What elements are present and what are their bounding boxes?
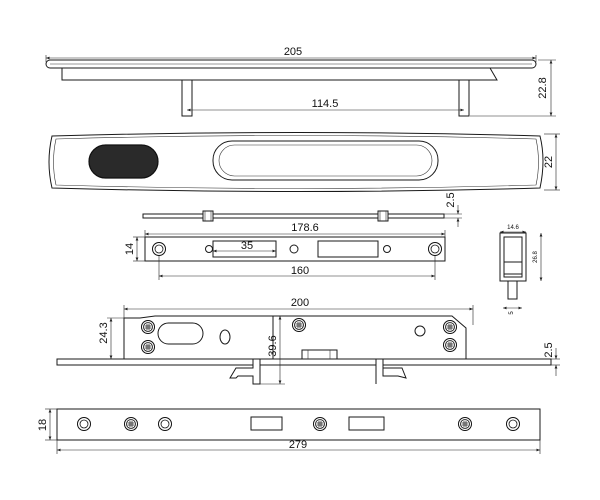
faceplate-hole-1 bbox=[77, 417, 91, 431]
faceplate-slot-left bbox=[250, 416, 283, 431]
small-part-width-dimension: 14.6 bbox=[507, 225, 519, 231]
keeper-side-view: 2.5 bbox=[142, 192, 462, 227]
faceplate-front-view: 18 279 bbox=[37, 408, 541, 454]
handle-post-right bbox=[458, 79, 470, 117]
lock-cylinder-slot bbox=[157, 322, 204, 345]
finger-recess bbox=[88, 144, 159, 179]
faceplate-length-dimension: 279 bbox=[289, 439, 307, 451]
handle-side-view: 205 114.5 22.8 bbox=[45, 46, 556, 117]
handle-front-height-dimension: 22 bbox=[543, 156, 555, 168]
backset-dimension: 24.3 bbox=[98, 322, 110, 343]
lock-length-dimension: 200 bbox=[291, 297, 309, 309]
small-part-tab bbox=[507, 280, 518, 300]
keeper-strip-side bbox=[142, 213, 445, 219]
keeper-front-view: 178.6 35 14 160 bbox=[124, 222, 446, 280]
handle-post-left bbox=[181, 79, 193, 117]
keeper-length-dimension: 178.6 bbox=[291, 222, 319, 234]
keeper-hole-right bbox=[428, 242, 442, 256]
handle-front-view: 22 bbox=[48, 132, 560, 192]
hole-spacing-dimension: 160 bbox=[291, 265, 309, 277]
lock-faceplate-edge bbox=[56, 358, 552, 366]
handle-grip-opening bbox=[212, 140, 439, 181]
lock-body-view: 200 24.3 39.6 2.5 bbox=[56, 297, 560, 385]
faceplate-hole-3 bbox=[506, 417, 520, 431]
lock-bolt-right bbox=[375, 358, 407, 384]
faceplate-thickness-dimension: 2.5 bbox=[543, 342, 555, 357]
keeper-hole-left bbox=[152, 242, 166, 256]
small-part-tab-dimension: 5 bbox=[509, 311, 515, 315]
keeper-slot-dimension: 35 bbox=[241, 240, 253, 252]
keeper-slot bbox=[212, 240, 277, 258]
post-spacing-dimension: 114.5 bbox=[312, 98, 339, 110]
keeper-latch-slot bbox=[317, 240, 379, 258]
handle-base-side bbox=[61, 67, 498, 81]
faceplate-width-dimension: 18 bbox=[37, 419, 49, 431]
keeper-thickness-dimension: 2.5 bbox=[445, 192, 457, 207]
faceplate-slot-right bbox=[348, 416, 385, 431]
keeper-width-dimension: 14 bbox=[124, 243, 136, 255]
faceplate-hole-2 bbox=[158, 417, 172, 431]
small-part-height-dimension: 26.8 bbox=[533, 251, 539, 263]
handle-height-dimension: 22.8 bbox=[537, 77, 549, 98]
small-part-view: 14.6 26.8 5 bbox=[499, 225, 543, 315]
lock-depth-dimension: 39.6 bbox=[267, 335, 279, 356]
handle-width-dimension: 205 bbox=[284, 46, 302, 58]
